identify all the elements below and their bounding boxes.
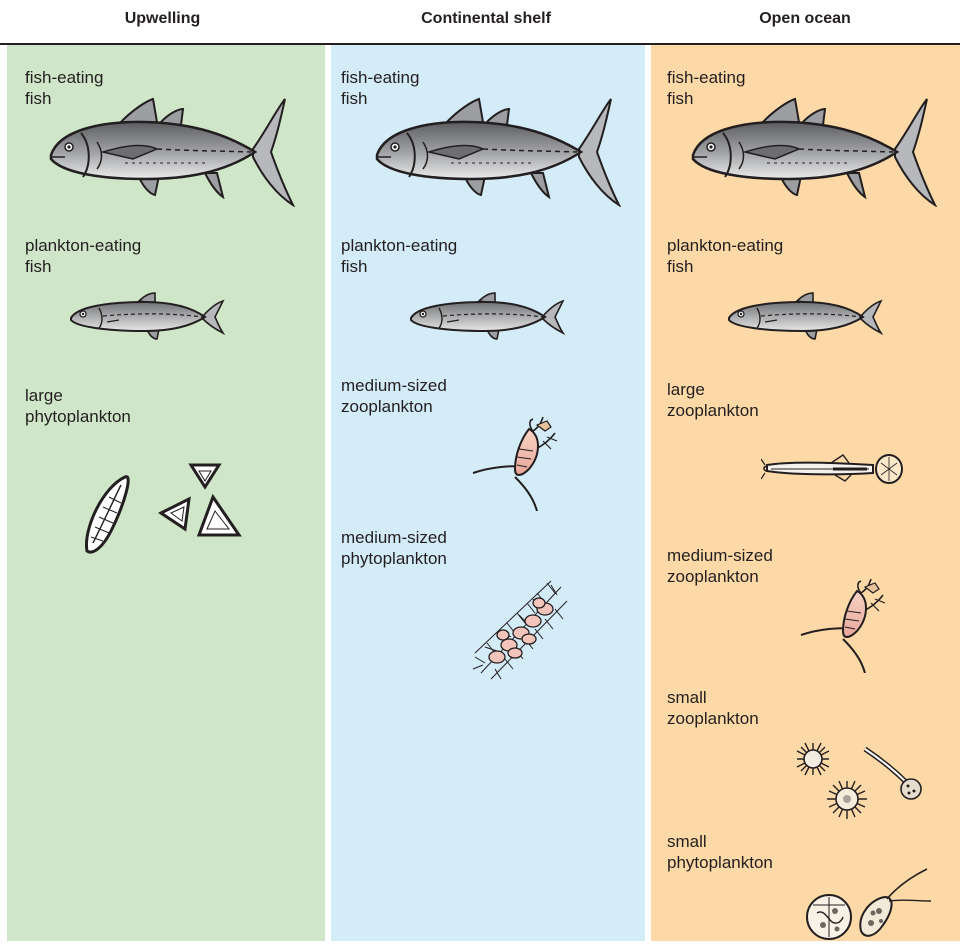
- column-open-ocean: fish-eating fish plankton-eating fish la…: [651, 45, 960, 941]
- tuna-icon: [371, 97, 621, 207]
- column-upwelling: fish-eating fish plankton-eating fish la…: [7, 45, 325, 941]
- level-label: small zooplankton: [667, 687, 759, 729]
- arrow-worm-icon: [761, 449, 906, 489]
- level-label: medium-sized zooplankton: [667, 545, 773, 587]
- column-header-continental-shelf: Continental shelf: [327, 10, 645, 28]
- copepod-icon: [799, 573, 889, 673]
- column-header-open-ocean: Open ocean: [650, 10, 960, 28]
- level-label: medium-sized phytoplankton: [341, 527, 447, 569]
- level-label: plankton-eating fish: [341, 235, 457, 277]
- level-label: medium-sized zooplankton: [341, 375, 447, 417]
- column-continental-shelf: fish-eating fish plankton-eating fish me…: [331, 45, 645, 941]
- phytoplankton-chain-icon: [471, 573, 571, 683]
- flagellate-icon: [803, 865, 933, 945]
- tuna-icon: [687, 97, 937, 207]
- protozoa-icon: [793, 739, 923, 819]
- column-header-upwelling: Upwelling: [0, 10, 325, 28]
- sardine-icon: [725, 291, 885, 341]
- sardine-icon: [67, 291, 227, 341]
- level-label: large zooplankton: [667, 379, 759, 421]
- level-label: plankton-eating fish: [667, 235, 783, 277]
- diatom-icon: [81, 457, 246, 557]
- copepod-icon: [471, 411, 561, 511]
- tuna-icon: [45, 97, 295, 207]
- sardine-icon: [407, 291, 567, 341]
- level-label: large phytoplankton: [25, 385, 131, 427]
- level-label: small phytoplankton: [667, 831, 773, 873]
- level-label: plankton-eating fish: [25, 235, 141, 277]
